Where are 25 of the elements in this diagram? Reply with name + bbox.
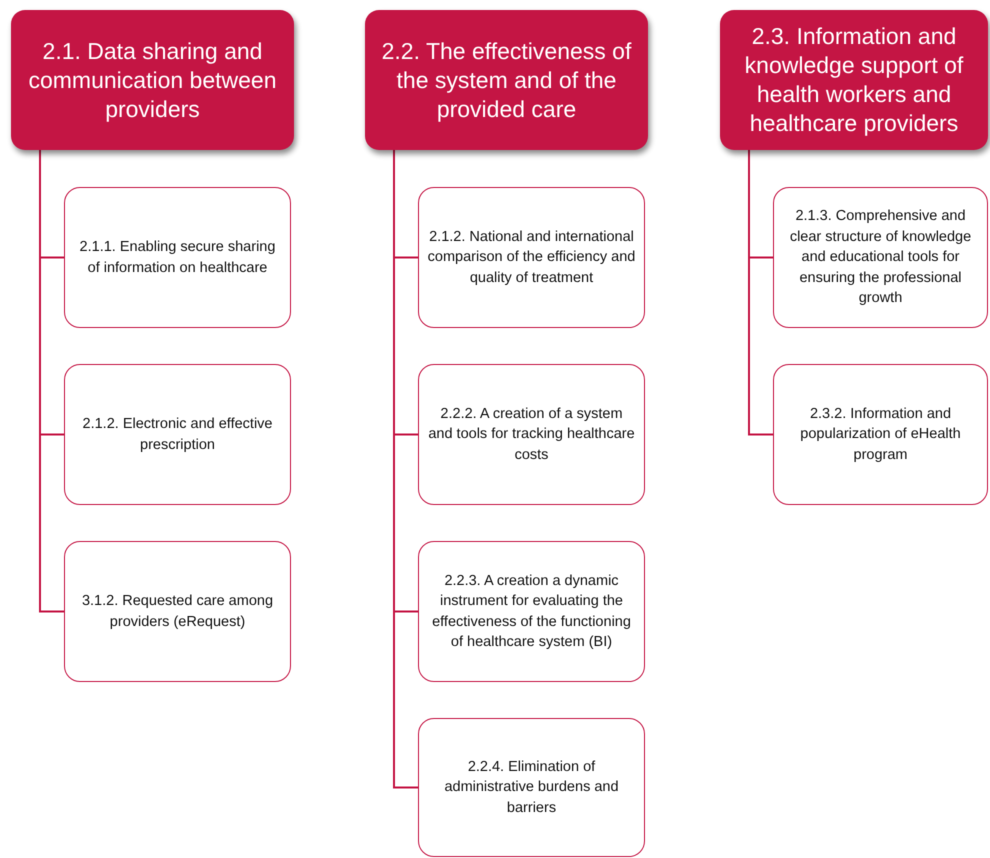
category-title: 2.2. The effectiveness of the system and of the provided care	[380, 36, 632, 124]
item-box	[773, 187, 988, 328]
category-box	[365, 10, 648, 150]
item-box	[418, 541, 645, 682]
item-text: 2.1.1. Enabling secure sharing of information on healthcare	[78, 238, 276, 278]
item-text: 2.1.2. National and international comparison of the efficiency and quality of treatment	[427, 228, 636, 288]
item-text: 2.1.3. Comprehensive and clear structure of knowledge and educational tools for ensuring the professional growth	[788, 207, 972, 308]
item-text: 2.3.2. Information and popularization of eHealth program	[799, 404, 962, 465]
item-box	[418, 364, 645, 505]
category-box	[720, 10, 988, 150]
item-text: 2.2.2. A creation of a system and tools for tracking healthcare costs	[427, 404, 636, 465]
item-text: 3.1.2. Requested care among providers (eRequest)	[80, 592, 274, 632]
category-title: 2.1. Data sharing and communication between providers	[27, 36, 278, 124]
item-box	[773, 364, 988, 505]
item-box	[418, 187, 645, 328]
item-text: 2.2.4. Elimination of administrative burdens and barriers	[443, 758, 620, 818]
connector-line	[748, 150, 773, 436]
category-title: 2.3. Information and knowledge support of health workers and healthcare providers	[744, 22, 964, 138]
item-box	[64, 364, 291, 505]
category-box	[11, 10, 294, 150]
item-box	[418, 718, 645, 857]
item-box	[64, 541, 291, 682]
item-box	[64, 187, 291, 328]
item-text: 2.2.3. A creation a dynamic instrument for evaluating the effectiveness of the functioning of healthcare system (BI)	[431, 572, 632, 652]
item-text: 2.1.2. Electronic and effective prescription	[82, 415, 274, 454]
